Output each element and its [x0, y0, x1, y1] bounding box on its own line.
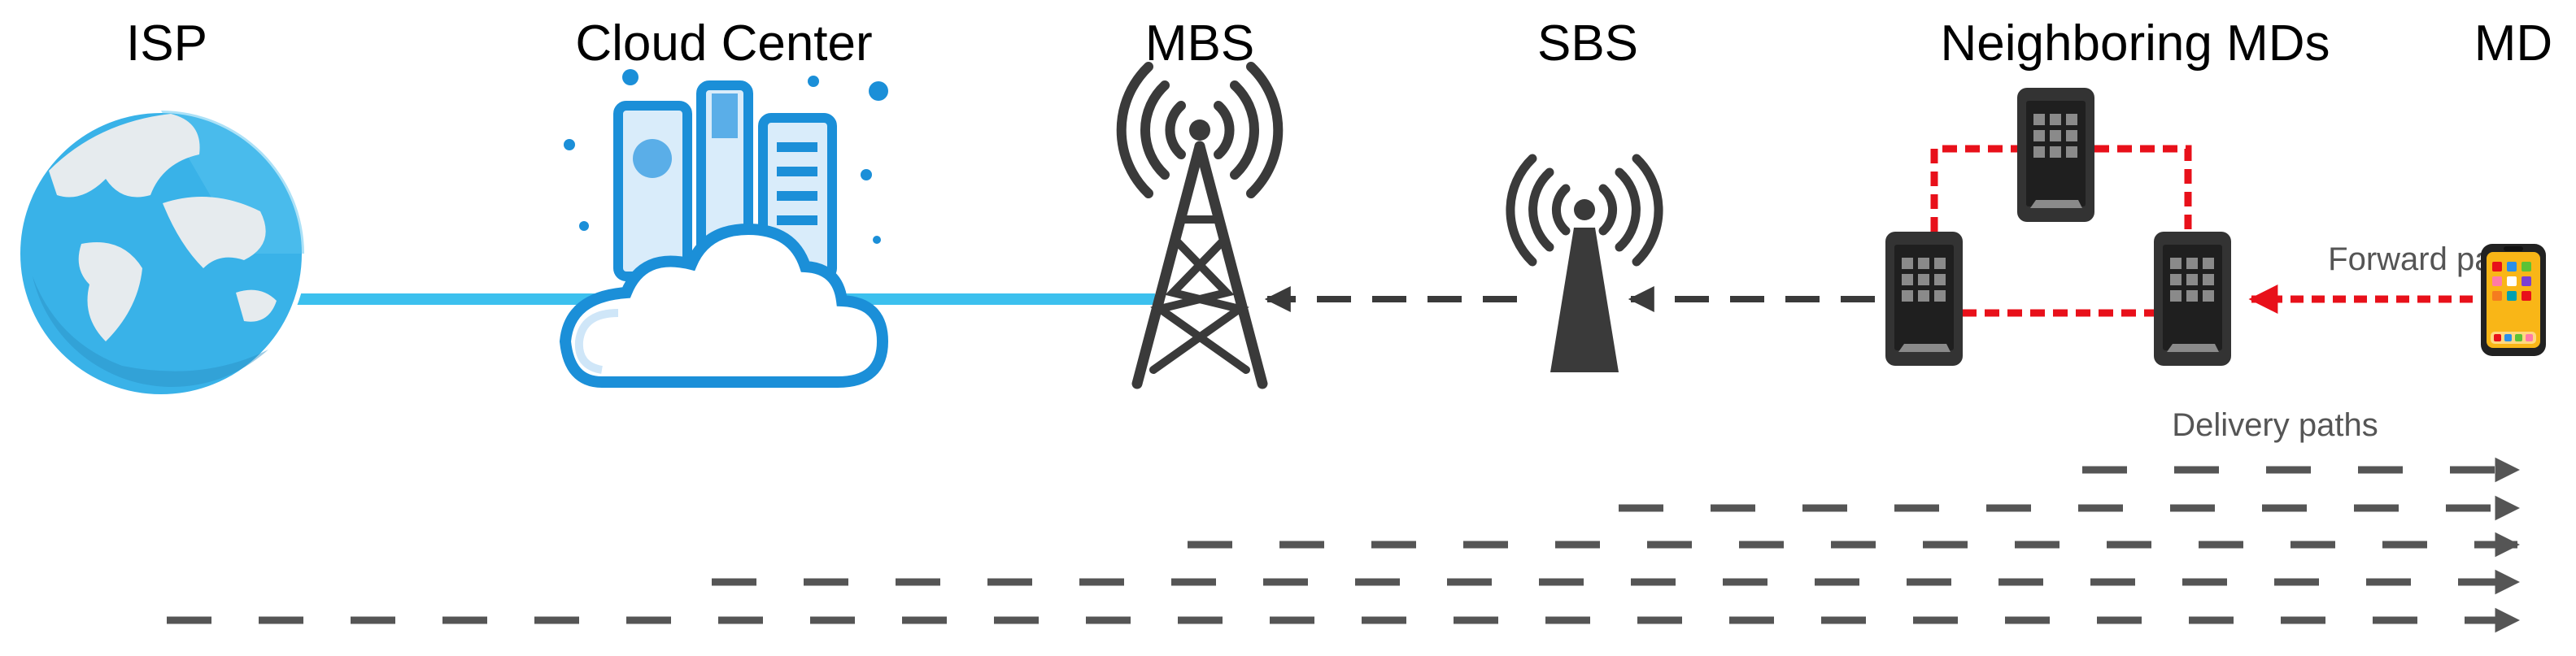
smartphone-icon	[2017, 88, 2094, 222]
smartphone-icon	[2154, 232, 2231, 366]
isp-label: ISP	[126, 15, 207, 72]
cloud-center-label: Cloud Center	[575, 15, 872, 72]
delivery-paths	[167, 457, 2521, 633]
md-label: MD	[2474, 15, 2552, 72]
antenna-icon	[1506, 154, 1663, 372]
smartphone-icon	[1885, 232, 1963, 366]
mbs-label: MBS	[1145, 15, 1254, 72]
cloud-server-icon	[559, 69, 889, 388]
cell-tower-icon	[1116, 62, 1284, 389]
globe-icon	[15, 108, 307, 399]
delivery-paths-label: Delivery paths	[2172, 407, 2378, 443]
smartphone-icon	[2481, 244, 2546, 356]
sbs-label: SBS	[1537, 15, 1638, 72]
neighboring-mds-label: Neighboring MDs	[1941, 15, 2330, 72]
neighbor-links	[1930, 145, 2192, 317]
